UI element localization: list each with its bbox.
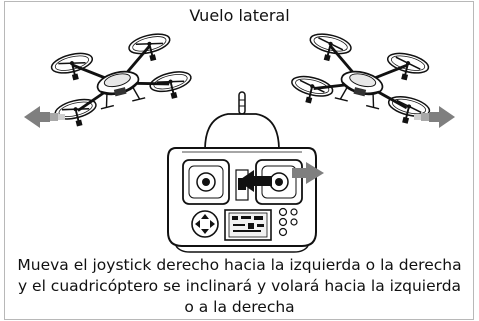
quadcopter-left-icon [42, 28, 196, 131]
joystick-direction-arrows-icon [238, 162, 324, 192]
right-arrow-icon [414, 106, 455, 128]
left-arrow-icon [24, 106, 65, 128]
remote-controller-icon [167, 91, 317, 253]
instruction-caption: Mueva el joystick derecho hacia la izqui… [17, 256, 462, 316]
section-title: Vuelo lateral [189, 6, 290, 25]
